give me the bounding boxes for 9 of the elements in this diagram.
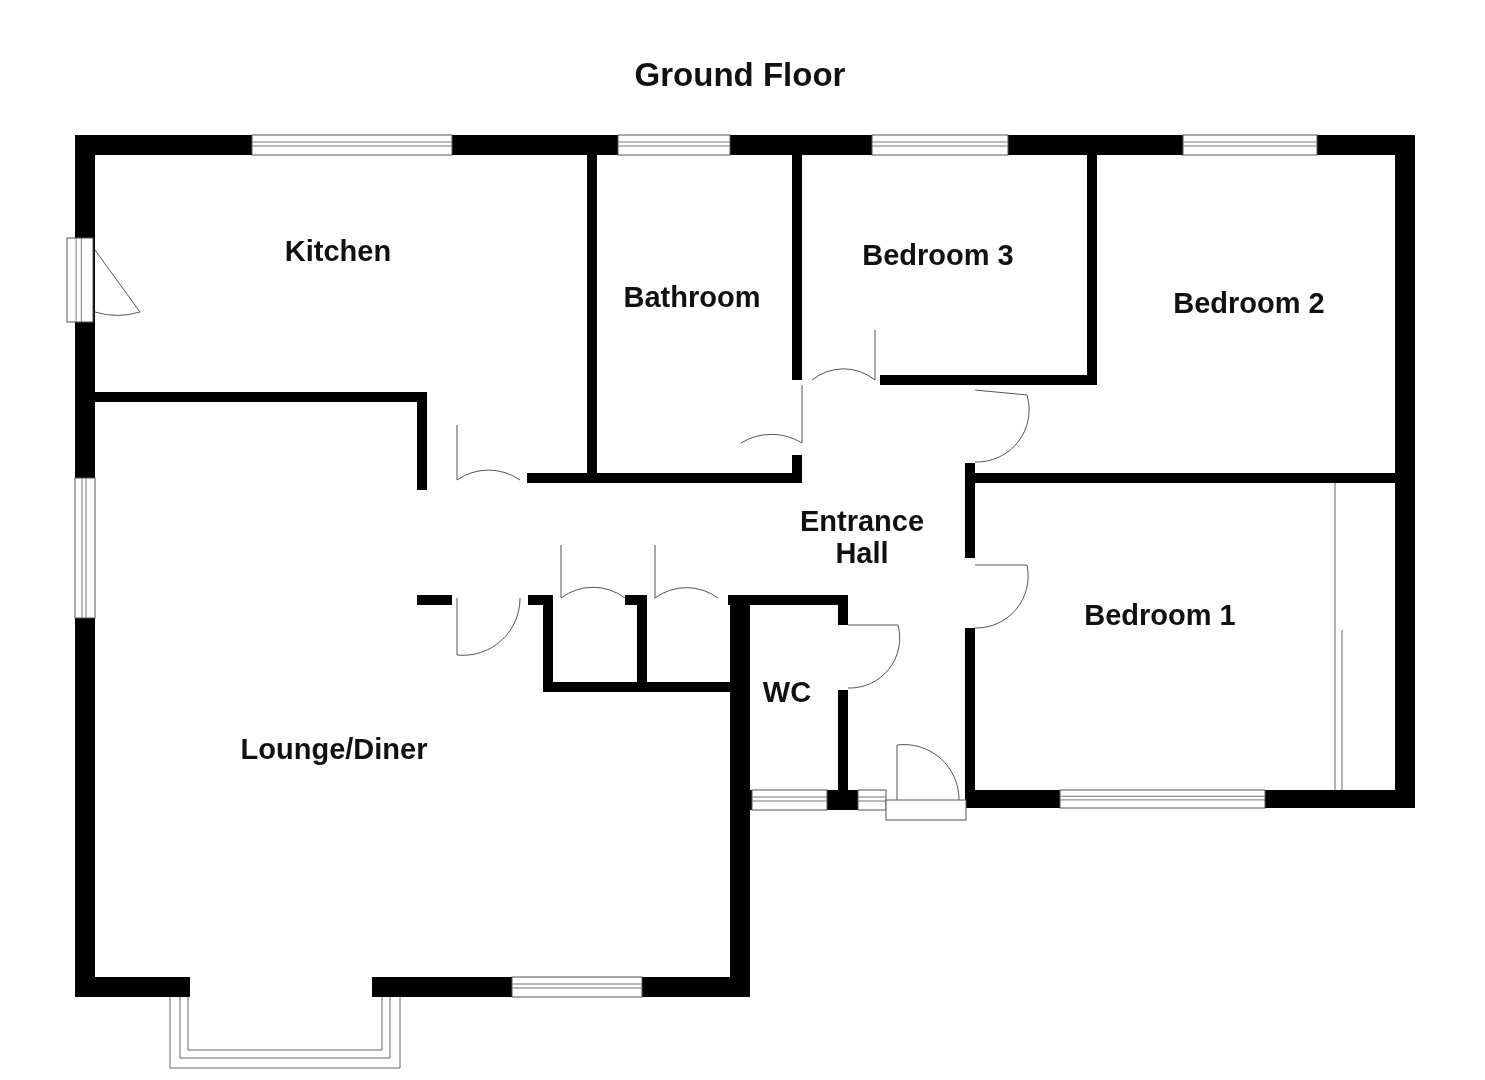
room-label: Entrance Hall xyxy=(798,505,926,569)
room-label: WC xyxy=(762,676,812,708)
room-label: Bedroom 3 xyxy=(862,239,1014,271)
room-label: Bedroom 1 xyxy=(1084,599,1236,631)
plan-title: Ground Floor xyxy=(634,59,846,91)
room-label: Bedroom 2 xyxy=(1173,287,1325,319)
room-label: Bathroom xyxy=(623,281,761,313)
room-label: Lounge/Diner xyxy=(240,733,428,765)
room-label: Kitchen xyxy=(284,235,392,267)
